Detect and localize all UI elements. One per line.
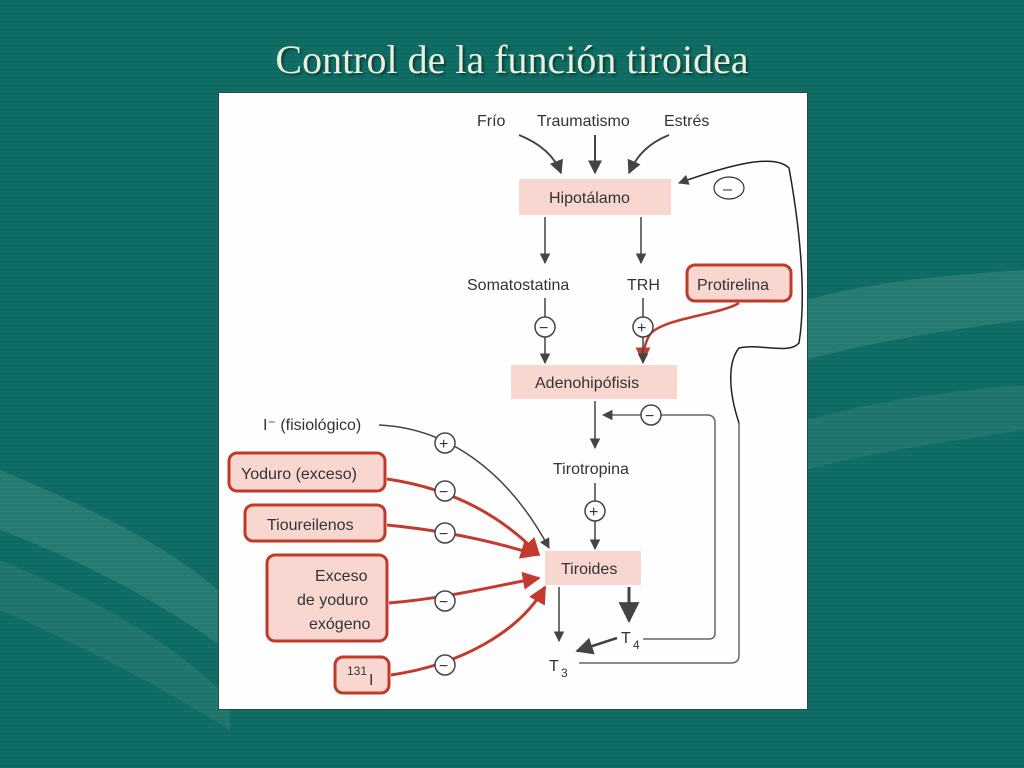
arrow-exogenous-iodide [388, 571, 541, 605]
arrow-iodide-excess [386, 477, 541, 557]
tirotropina-label: Tirotropina [553, 461, 629, 478]
exogenous-iodide-box [265, 553, 389, 643]
minus-radioiodine: − [439, 658, 448, 675]
plus-iodide: + [439, 436, 448, 453]
minus-somatostatin: − [539, 320, 548, 337]
protirelin-box [685, 263, 793, 303]
thyroid-box [545, 551, 641, 585]
radioiodine-box [333, 655, 391, 695]
minus-circle-somatostatin [534, 316, 556, 338]
arrow-iodide-physiologic [378, 424, 550, 549]
exogenous-iodide-line-2: de yoduro [297, 592, 368, 609]
thyroid-label: Tiroides [561, 561, 617, 578]
minus-circle-adeno-feedback [640, 404, 662, 426]
arrow-protirelin [635, 301, 740, 363]
trh-label: TRH [627, 277, 660, 294]
radioiodine-symbol: I [369, 672, 373, 689]
arrow-thioureylenes [386, 523, 539, 559]
t4-letter: T [621, 630, 631, 647]
plus-circle-trh [632, 316, 654, 338]
iodide-excess-box [227, 451, 387, 493]
minus-thioureylenes: − [439, 526, 448, 543]
exogenous-iodide-line-1: Exceso [315, 568, 368, 585]
iodide-excess-label: Yoduro (exceso) [241, 466, 357, 483]
stimulus-stress: Estrés [664, 113, 709, 130]
exogenous-iodide-line-3: exógeno [309, 616, 370, 633]
t3-subscript: 3 [561, 666, 568, 680]
protirelin-label: Protirelina [697, 277, 769, 294]
plus-trh: + [637, 320, 646, 337]
diagram-panel: Frío Traumatismo Estrés Hipotálamo Somat… [218, 92, 808, 710]
minus-circle-radioiodine [434, 654, 456, 676]
minus-circle-exogenous [434, 590, 456, 612]
minus-circle-thioureylenes [434, 522, 456, 544]
thioureylenes-box [243, 503, 387, 543]
minus-circle-iodide-excess [434, 480, 456, 502]
iodide-physiologic-label: I⁻ (fisiológico) [263, 417, 361, 434]
plus-circle-tirotropina [584, 500, 606, 522]
arrow-radioiodine [390, 585, 547, 677]
plus-tirotropina: + [589, 504, 598, 521]
radioiodine-mass: 131 [347, 664, 367, 678]
feedback-minus-ellipse [713, 176, 745, 200]
plus-circle-iodide [434, 432, 456, 454]
hypothalamus-box [519, 179, 671, 215]
stimulus-cold: Frío [477, 113, 506, 130]
feedback-minus-sign: – [723, 181, 732, 198]
feedback-t3 [579, 423, 740, 664]
arrow-t4-to-t3 [575, 636, 618, 655]
thyroid-control-diagram: Frío Traumatismo Estrés Hipotálamo Somat… [227, 113, 804, 695]
thioureylenes-label: Tioureilenos [267, 517, 354, 534]
arrow-cold [518, 134, 563, 175]
minus-exogenous: − [439, 594, 448, 611]
adenohypophysis-box [511, 365, 677, 399]
stimulus-trauma: Traumatismo [537, 113, 630, 130]
somatostatin-label: Somatostatina [467, 277, 569, 294]
t3-letter: T [549, 658, 559, 675]
arrow-stress [627, 134, 670, 175]
adenohypophysis-label: Adenohipófisis [535, 375, 639, 392]
feedback-t4 [601, 409, 716, 640]
hypothalamus-label: Hipotálamo [549, 190, 630, 207]
t4-subscript: 4 [633, 638, 640, 652]
feedback-hypothalamus [678, 160, 804, 424]
minus-iodide-excess: − [439, 484, 448, 501]
slide-title: Control de la función tiroidea [275, 37, 749, 82]
minus-adeno-feedback: − [645, 408, 654, 425]
